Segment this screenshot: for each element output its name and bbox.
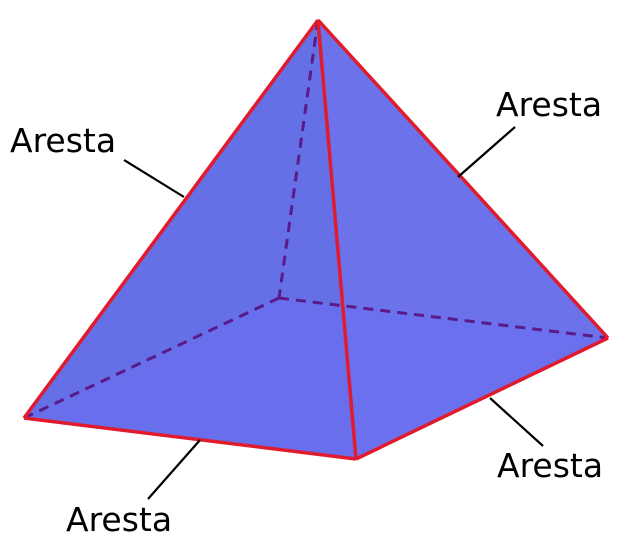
leader-line-bottom-left [147,439,201,500]
label-edge-bottom-left: Aresta [66,500,172,539]
edge-base-right [355,336,609,461]
label-edge-upper-right: Aresta [496,85,602,124]
pyramid-base-front-face [24,298,608,459]
hidden-edge-back-right [278,296,609,340]
edge-base-front [23,416,357,461]
hidden-edge-apex-back [277,19,320,299]
label-edge-upper-left: Aresta [10,121,116,160]
edge-apex-left [22,18,320,420]
edge-apex-right [316,18,610,340]
label-edge-bottom-right: Aresta [497,446,603,485]
leader-line-bottom-right [489,397,544,447]
hidden-edge-back-left [23,296,280,420]
leader-line-upper-left [123,159,185,198]
leader-line-upper-right [457,126,516,178]
edge-apex-front [316,19,358,460]
